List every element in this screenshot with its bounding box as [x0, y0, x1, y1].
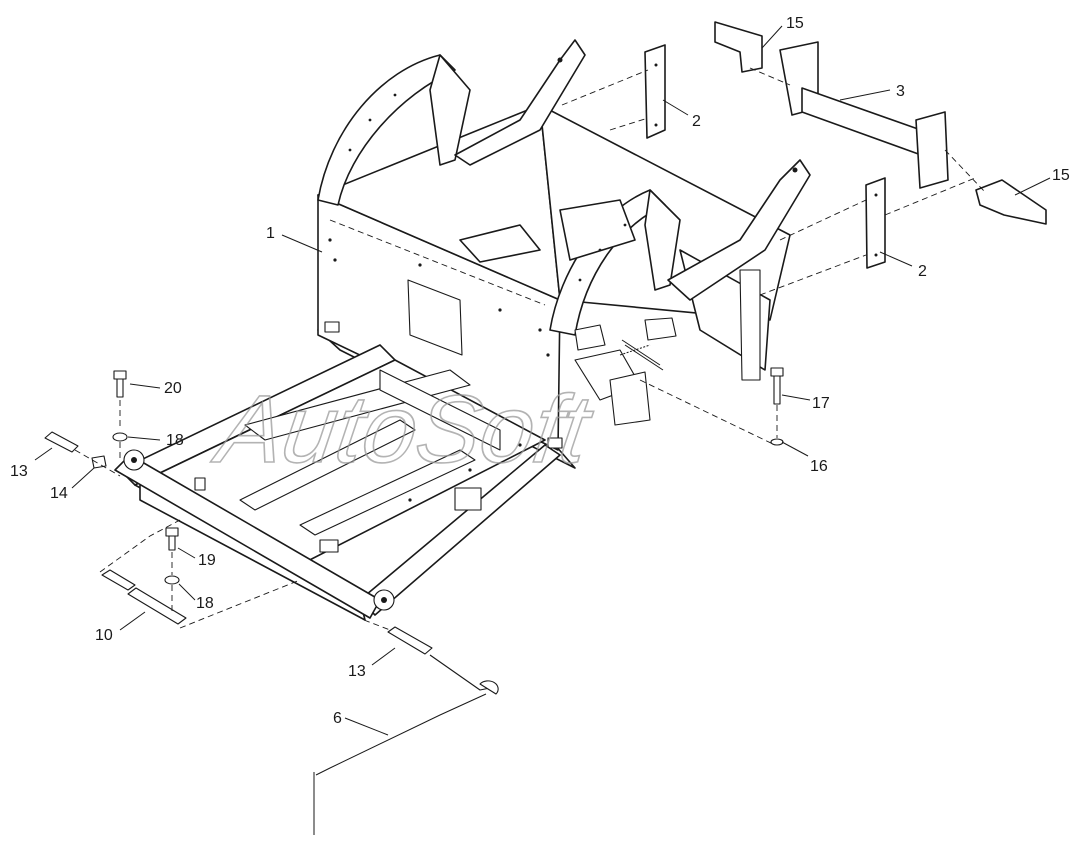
callout-18-lower: 18: [196, 595, 214, 612]
pin-13-right: [387, 626, 433, 655]
callout-10: 10: [95, 627, 113, 644]
front-lift-bar: [114, 449, 395, 619]
rod-6: [313, 654, 499, 835]
side-plate-lower: [865, 177, 886, 269]
callout-19: 19: [198, 552, 216, 569]
callout-16: 16: [810, 458, 828, 475]
assembly-lines: [74, 67, 986, 631]
side-plate-upper: [644, 44, 666, 139]
callout-2-lower: 2: [918, 263, 927, 280]
bracket-lower: [975, 179, 1047, 225]
callout-18-upper: 18: [166, 432, 184, 449]
callout-2-upper: 2: [692, 113, 701, 130]
bolt-20: [113, 370, 127, 398]
callout-labels: 1 2 2 3 6 10 13 13 14 15 15 16 17 18 18 …: [10, 15, 1070, 727]
spring: [619, 344, 651, 356]
callout-20: 20: [164, 380, 182, 397]
bolt-19: [165, 527, 179, 551]
leader-lines: [34, 25, 1051, 736]
callout-15-lower: 15: [1052, 167, 1070, 184]
nut-14: [91, 455, 107, 469]
washer-16: [770, 438, 784, 446]
callout-6: 6: [333, 710, 342, 727]
bolt-17: [770, 367, 784, 405]
callout-13-left: 13: [10, 463, 28, 480]
callout-14: 14: [50, 485, 68, 502]
callout-1: 1: [266, 225, 275, 242]
pin-10: [101, 569, 187, 625]
lower-chassis: [119, 344, 561, 621]
cross-beam: [779, 41, 949, 189]
watermark: AutoSoft: [207, 376, 599, 482]
callout-17: 17: [812, 395, 830, 412]
washer-18-bottom: [164, 575, 180, 585]
callout-13-right: 13: [348, 663, 366, 680]
callout-15-upper: 15: [786, 15, 804, 32]
callout-3: 3: [896, 83, 905, 100]
pin-13-left: [44, 431, 79, 453]
washer-18-top: [112, 432, 128, 442]
bracket-upper: [714, 21, 763, 73]
main-frame: [317, 39, 811, 469]
